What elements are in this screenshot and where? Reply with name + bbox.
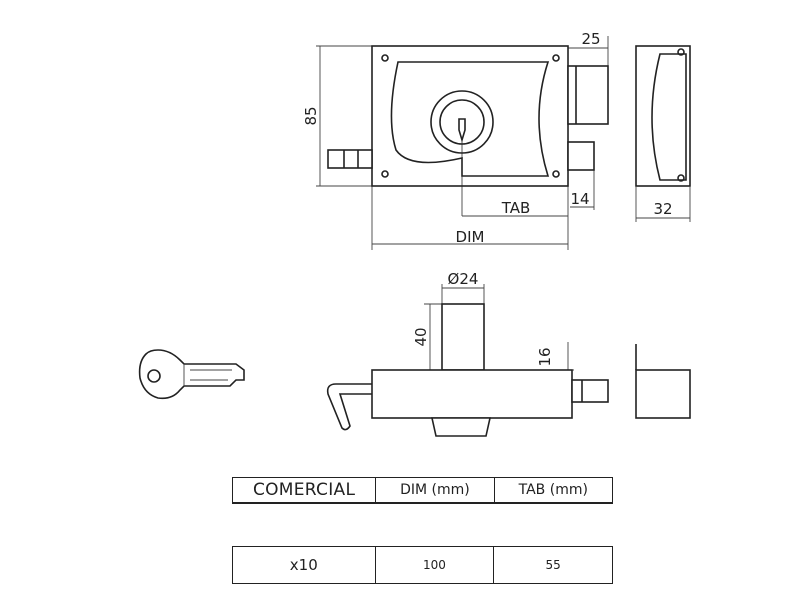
dim-label: DIM — [456, 228, 485, 246]
header-tab: TAB (mm) — [493, 477, 614, 504]
height-label: 85 — [302, 106, 320, 125]
cylinder-inner-ring — [439, 99, 485, 145]
key-icon — [138, 349, 245, 400]
spec-table-body: x10 100 55 — [232, 546, 613, 584]
screw-icon — [381, 170, 389, 178]
keyhole-icon — [458, 118, 466, 143]
cylinder-diameter-label: Ø24 — [448, 270, 479, 288]
screw-icon — [677, 174, 685, 182]
cell-dim: 100 — [374, 546, 495, 584]
tab-label: TAB — [501, 199, 531, 217]
cover-plate-outline — [390, 61, 550, 177]
cylinder-projection-label: 40 — [412, 327, 430, 346]
screw-icon — [381, 54, 389, 62]
cylinder-outer-ring — [430, 90, 494, 154]
bolt-throw-label: 25 — [581, 30, 600, 48]
front-view: 85 25 14 TAB DIM — [302, 30, 609, 250]
side-view: 32 — [635, 45, 691, 222]
side-cover-outline — [651, 53, 687, 181]
screw-icon — [677, 48, 685, 56]
latch-offset-label: 14 — [570, 190, 589, 208]
cell-tab: 55 — [493, 546, 613, 584]
depth-label: 32 — [653, 200, 672, 218]
cell-comercial: x10 — [232, 546, 376, 584]
table-row: x10 100 55 — [232, 546, 613, 584]
top-body — [371, 369, 573, 419]
cylinder-profile — [441, 303, 485, 371]
header-comercial: COMERCIAL — [231, 477, 377, 504]
bolt-height-label: 16 — [536, 347, 554, 366]
screw-icon — [552, 54, 560, 62]
cylinder-collar — [431, 417, 491, 437]
table-header-row: COMERCIAL DIM (mm) TAB (mm) — [231, 477, 614, 504]
side-body — [635, 45, 691, 187]
side-top-body — [635, 369, 691, 419]
latch-bolt — [567, 141, 595, 171]
spec-table-header: COMERCIAL DIM (mm) TAB (mm) — [231, 477, 614, 504]
hook-bolt — [326, 383, 372, 431]
deadbolt — [567, 65, 609, 125]
top-view: Ø24 40 16 — [326, 270, 691, 437]
screw-icon — [552, 170, 560, 178]
header-dim: DIM (mm) — [375, 477, 495, 504]
top-bolt — [571, 379, 609, 403]
handle-stub — [327, 149, 373, 169]
